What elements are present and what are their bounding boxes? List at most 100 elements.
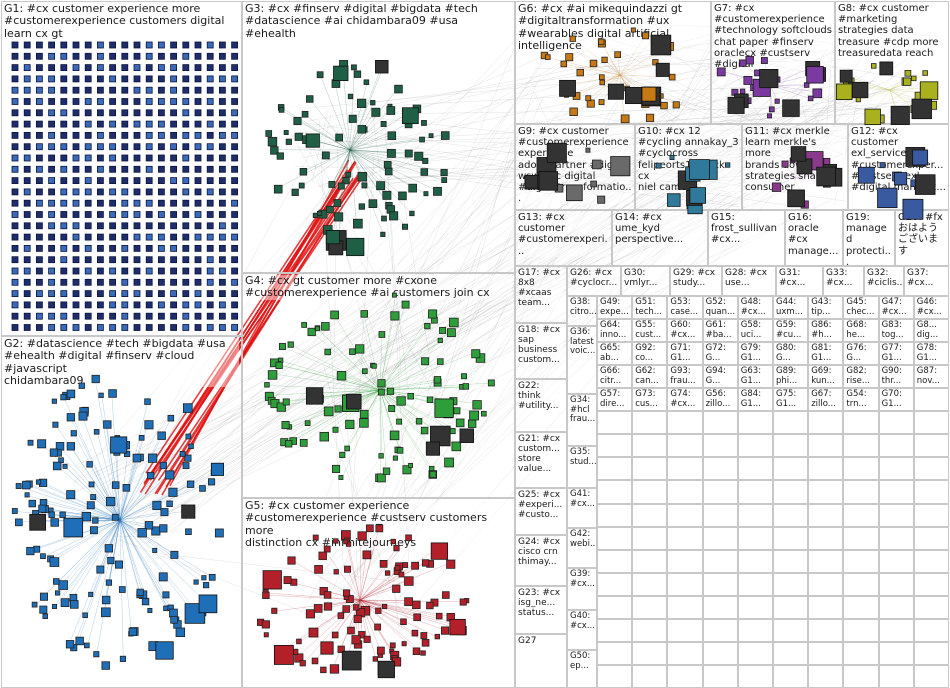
graph-node bbox=[324, 603, 331, 610]
graph-node bbox=[351, 65, 356, 70]
graph-node bbox=[362, 183, 367, 188]
profile-image-node bbox=[539, 172, 558, 191]
graph-node bbox=[388, 132, 396, 140]
graph-node-g1 bbox=[85, 87, 91, 93]
graph-node-g1 bbox=[24, 144, 30, 150]
graph-node-g1 bbox=[158, 200, 164, 206]
graph-node-g1 bbox=[232, 166, 238, 172]
graph-node-g1 bbox=[85, 291, 91, 297]
graph-node-g1 bbox=[195, 302, 201, 308]
graph-node-g1 bbox=[24, 65, 30, 71]
graph-node-g1 bbox=[219, 302, 225, 308]
graph-node-g1 bbox=[73, 178, 79, 184]
graph-node-g1 bbox=[207, 189, 213, 195]
graph-node bbox=[358, 125, 366, 133]
graph-node-g1 bbox=[195, 212, 201, 218]
graph-node bbox=[363, 551, 371, 559]
graph-node bbox=[332, 632, 338, 638]
graph-node bbox=[402, 642, 406, 646]
graph-node bbox=[366, 525, 373, 532]
graph-node-g1 bbox=[73, 268, 79, 274]
graph-node-g1 bbox=[24, 166, 30, 172]
graph-node-g1 bbox=[195, 245, 201, 251]
graph-node-g1 bbox=[122, 245, 128, 251]
graph-node bbox=[53, 579, 59, 585]
graph-node-g1 bbox=[171, 65, 177, 71]
graph-node bbox=[348, 627, 355, 634]
graph-node-g1 bbox=[110, 132, 116, 138]
graph-node bbox=[115, 561, 122, 568]
graph-node bbox=[335, 406, 341, 412]
graph-node-g1 bbox=[24, 245, 30, 251]
graph-node bbox=[71, 431, 76, 436]
graph-node bbox=[32, 602, 37, 607]
graph-node-g1 bbox=[232, 189, 238, 195]
graph-node-g1 bbox=[85, 212, 91, 218]
graph-node-g1 bbox=[36, 144, 42, 150]
graph-node bbox=[599, 75, 604, 80]
graph-node bbox=[631, 28, 635, 32]
graph-node-g1 bbox=[183, 223, 189, 229]
graph-node-g1 bbox=[110, 65, 116, 71]
graph-node-g1 bbox=[219, 144, 225, 150]
graph-node-g1 bbox=[49, 268, 55, 274]
graph-node bbox=[402, 224, 407, 229]
graph-node bbox=[344, 540, 348, 544]
profile-image-node bbox=[807, 66, 824, 83]
graph-node-g1 bbox=[158, 53, 164, 59]
graph-node bbox=[380, 560, 387, 567]
graph-node bbox=[384, 161, 391, 168]
graph-node bbox=[871, 64, 876, 69]
graph-node-g1 bbox=[195, 178, 201, 184]
graph-node bbox=[376, 525, 383, 532]
graph-node bbox=[94, 652, 99, 657]
graph-node-g1 bbox=[24, 234, 30, 240]
graph-node bbox=[294, 117, 301, 124]
graph-node-g1 bbox=[24, 279, 30, 285]
graph-node-g1 bbox=[73, 76, 79, 82]
graph-node-g1 bbox=[12, 121, 18, 127]
graph-node-g1 bbox=[195, 65, 201, 71]
graph-node-g1 bbox=[122, 42, 128, 48]
graph-node-g1 bbox=[36, 223, 42, 229]
graph-node-g1 bbox=[219, 200, 225, 206]
graph-node-g1 bbox=[97, 155, 103, 161]
graph-node-g1 bbox=[36, 99, 42, 105]
graph-node bbox=[186, 434, 191, 439]
graph-node-g1 bbox=[146, 144, 152, 150]
graph-node-g1 bbox=[24, 178, 30, 184]
graph-node bbox=[354, 615, 361, 622]
graph-node-g1 bbox=[146, 65, 152, 71]
graph-node bbox=[189, 444, 194, 449]
graph-node bbox=[427, 397, 433, 403]
graph-node bbox=[824, 158, 830, 164]
graph-node bbox=[590, 60, 597, 67]
graph-node-g1 bbox=[183, 245, 189, 251]
graph-node bbox=[440, 327, 446, 333]
graph-node bbox=[302, 322, 307, 327]
graph-node-g1 bbox=[207, 223, 213, 229]
graph-node-g1 bbox=[85, 166, 91, 172]
graph-node-g1 bbox=[24, 212, 30, 218]
graph-node-g1 bbox=[195, 313, 201, 319]
graph-node-g1 bbox=[146, 279, 152, 285]
graph-node bbox=[295, 133, 302, 140]
graph-node bbox=[422, 358, 429, 365]
graph-node-g1 bbox=[207, 132, 213, 138]
graph-node bbox=[171, 616, 178, 623]
graph-node bbox=[186, 529, 192, 535]
graph-node bbox=[337, 371, 346, 380]
graph-node-g1 bbox=[158, 245, 164, 251]
graph-node-g1 bbox=[24, 53, 30, 59]
graph-node bbox=[372, 364, 376, 368]
graph-node bbox=[106, 497, 114, 505]
graph-node bbox=[740, 89, 745, 94]
graph-node bbox=[656, 163, 661, 168]
graph-node bbox=[744, 76, 752, 84]
graph-node bbox=[166, 471, 174, 479]
graph-node bbox=[353, 219, 362, 228]
graph-node bbox=[364, 80, 369, 85]
graph-node-g1 bbox=[195, 189, 201, 195]
graph-node bbox=[101, 608, 110, 617]
graph-node-g1 bbox=[61, 279, 67, 285]
